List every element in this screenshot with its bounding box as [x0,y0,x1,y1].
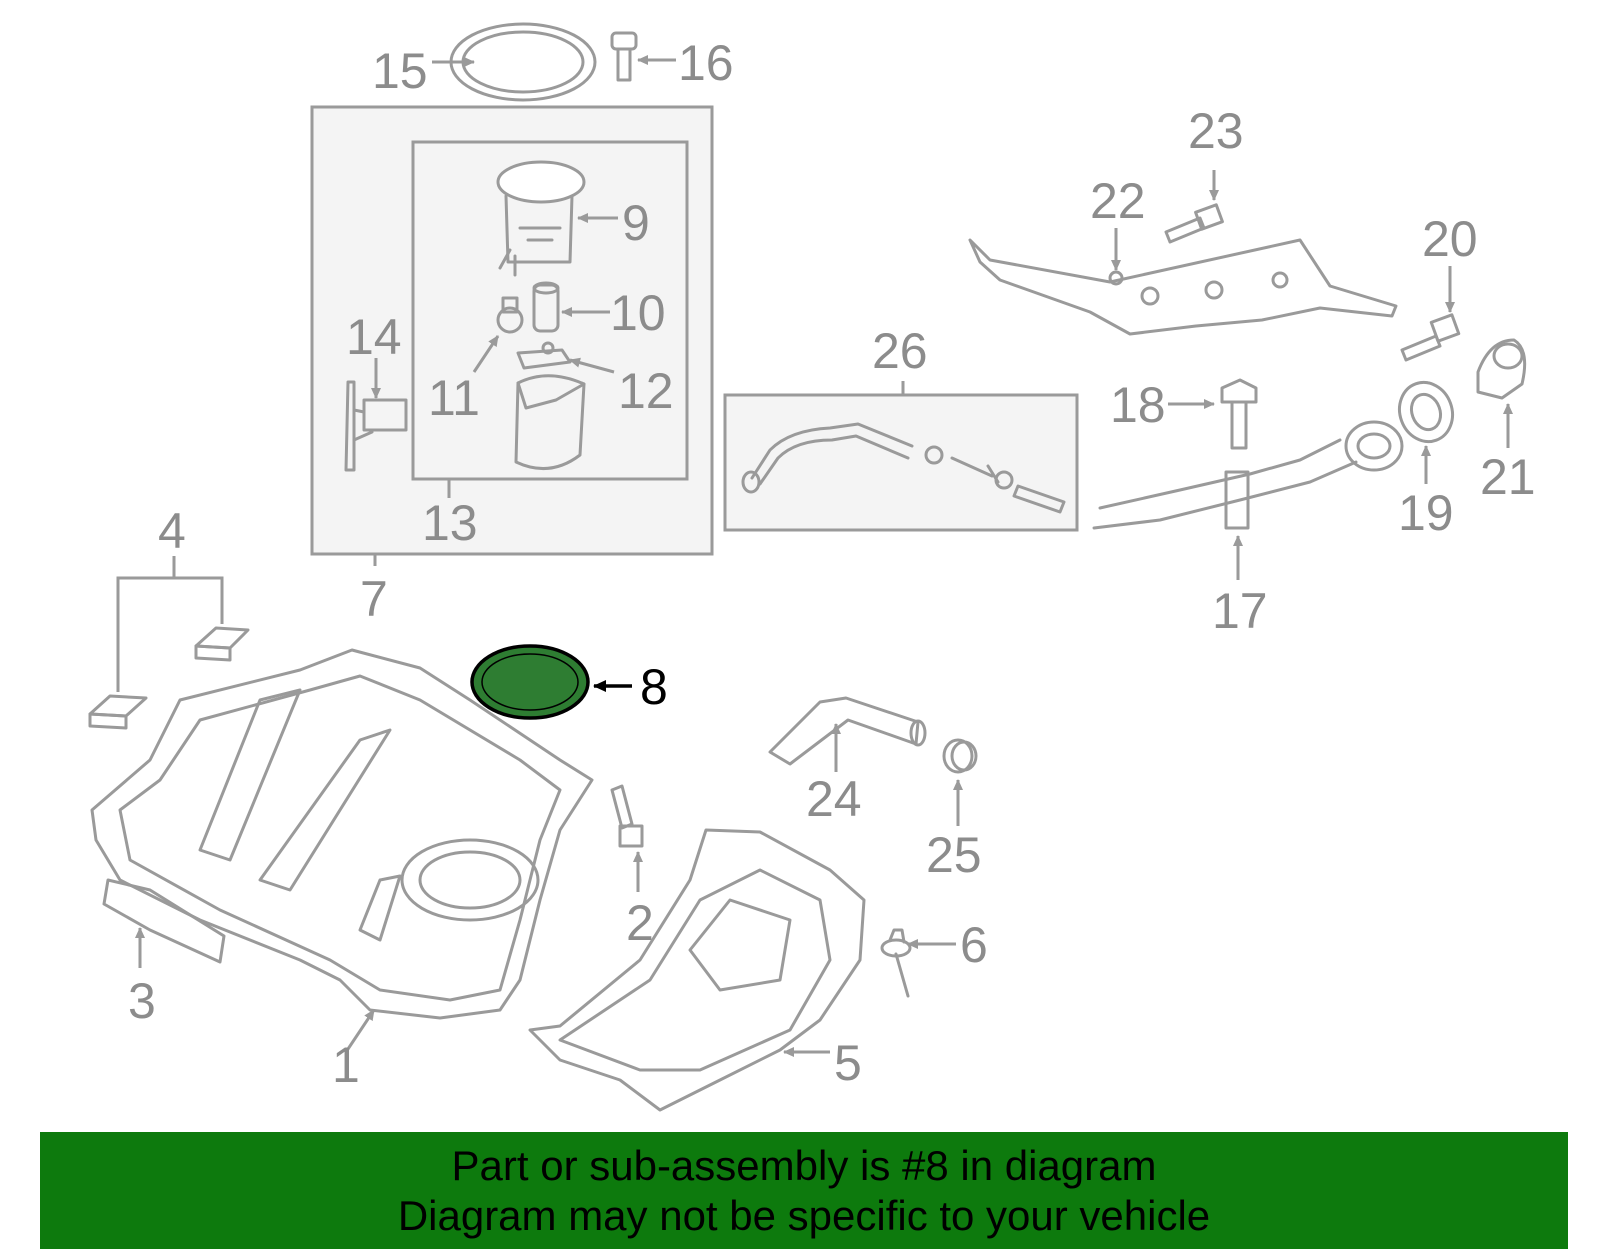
callout-26: 26 [872,323,928,379]
callout-17: 17 [1212,583,1268,639]
callout-4: 4 [158,503,186,559]
part-2-bolt [610,784,644,848]
callout-19: 19 [1398,485,1454,541]
leader-lines [116,55,1513,1057]
part-6-clip [880,928,912,998]
part-25-clamp [942,738,978,774]
part-16-bolt [610,31,638,82]
part-24-hose [768,696,927,766]
part-3-strip [102,878,226,964]
callout-16: 16 [678,35,734,91]
callout-3: 3 [128,973,156,1029]
callout-22: 22 [1090,173,1146,229]
callout-11: 11 [428,370,480,426]
callout-13: 13 [422,495,478,551]
part-20-bolt [1400,313,1461,362]
part-1-fuel-tank [90,648,594,1020]
callout-1: 1 [332,1037,360,1093]
callout-numbers: 15 16 9 10 11 12 14 13 7 26 22 23 20 21 … [128,35,1536,1093]
callout-8-highlighted: 8 [640,659,668,715]
part-9-pump [496,160,586,277]
part-5-heat-shield [528,828,866,1112]
part-23-bolt [1164,203,1224,244]
part-13-reservoir [514,374,586,471]
callout-5: 5 [834,1035,862,1091]
callout-7: 7 [360,571,388,627]
part-21-cap [1476,338,1527,400]
callout-18: 18 [1110,377,1166,433]
banner-line-1: Part or sub-assembly is #8 in diagram [451,1141,1157,1189]
callout-23: 23 [1188,103,1244,159]
callout-12: 12 [618,363,674,419]
part-18-bolt [1220,378,1258,450]
banner-line-2: Diagram may not be specific to your vehi… [397,1191,1211,1239]
callout-25: 25 [926,827,982,883]
callout-10: 10 [610,285,666,341]
part-26-vent-hose-box [723,393,1079,532]
callout-6: 6 [960,917,988,973]
callout-15: 15 [372,43,428,99]
part-11-regulator [496,296,524,334]
part-10-filter [532,281,560,333]
callout-2: 2 [626,895,654,951]
callout-9: 9 [622,195,650,251]
part-4-pads [88,626,250,730]
callout-14: 14 [346,309,402,365]
part-8-gasket-highlighted[interactable] [470,644,590,720]
part-19-gasket [1398,380,1454,444]
info-banner: Part or sub-assembly is #8 in diagram Di… [40,1132,1568,1249]
callout-24: 24 [806,771,862,827]
part-22-bracket [968,238,1398,336]
callout-20: 20 [1422,211,1478,267]
part-14-sender [344,380,408,472]
part-17-filler-pipe [1092,420,1404,530]
callout-21: 21 [1480,449,1536,505]
